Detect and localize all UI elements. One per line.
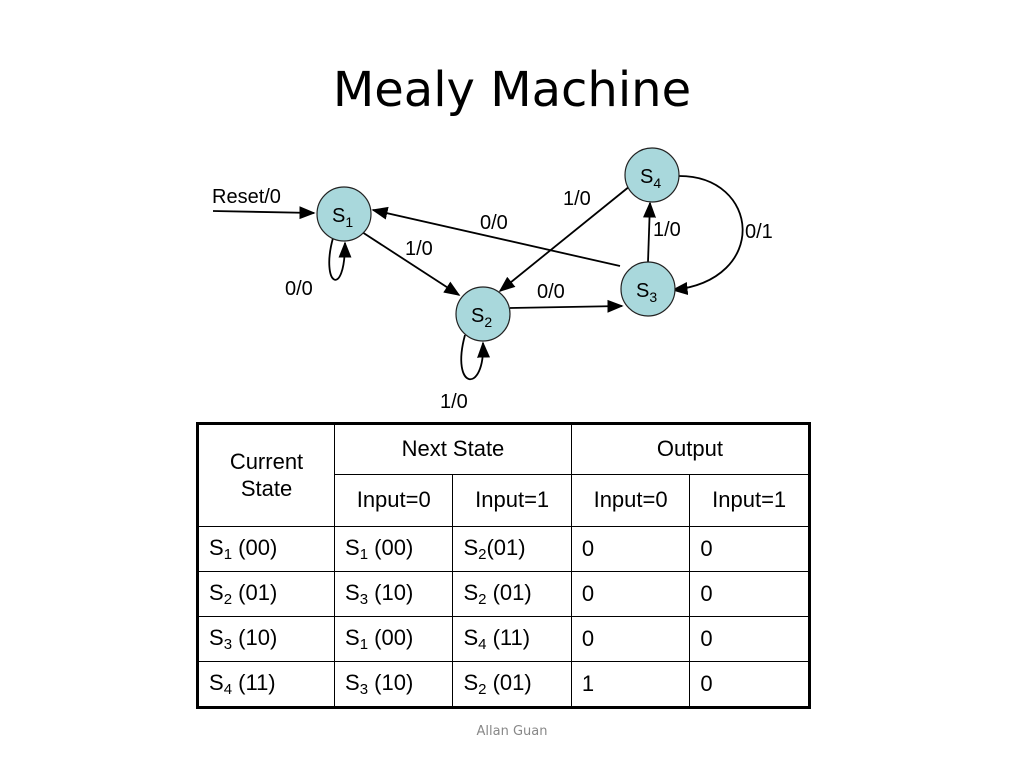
label-s3-s4: 1/0: [653, 219, 681, 241]
state-s1: S1: [316, 186, 372, 242]
table-row: S2 (01) S3 (10) S2 (01) 0 0: [197, 571, 810, 617]
label-s1-self: 0/0: [285, 278, 313, 300]
cell-next1: S4 (11): [452, 616, 572, 662]
edge-s3-s4: [643, 201, 656, 263]
label-s1-s2: 1/0: [405, 238, 433, 260]
cell-current: S4 (11): [197, 661, 335, 708]
table-row: S1 (00) S1 (00) S2(01) 0 0: [197, 526, 810, 572]
label-s2-self: 1/0: [440, 391, 468, 413]
header-next-input1: Input=1: [452, 474, 572, 527]
cell-out0: 1: [570, 661, 691, 708]
edge-s1-self: [328, 237, 352, 281]
edge-s2-self: [460, 334, 491, 381]
header-out-input0: Input=0: [570, 474, 691, 527]
cell-current: S2 (01): [197, 571, 335, 617]
cell-next0: S3 (10): [333, 661, 454, 708]
header-output: Output: [570, 423, 811, 475]
cell-out0: 0: [570, 526, 691, 572]
table-row: S3 (10) S1 (00) S4 (11) 0 0: [197, 616, 810, 662]
cell-out1: 0: [689, 571, 810, 617]
label-s4-s3: 0/1: [745, 221, 773, 243]
label-s2-s3: 0/0: [537, 281, 565, 303]
label-s3-s1: 0/0: [480, 212, 508, 234]
svg-text:S2: S2: [471, 305, 492, 330]
svg-text:S4: S4: [640, 166, 661, 191]
state-s2: S2: [455, 286, 511, 342]
cell-out1: 0: [689, 661, 810, 708]
cell-next1: S2 (01): [452, 571, 572, 617]
cell-next0: S3 (10): [333, 571, 454, 617]
footer-author: Allan Guan: [476, 724, 548, 739]
edge-reset-s1: [212, 206, 316, 220]
cell-next0: S1 (00): [333, 616, 454, 662]
cell-current: S1 (00): [197, 526, 335, 572]
state-s4: S4: [624, 147, 680, 203]
table-row: S4 (11) S3 (10) S2 (01) 1 0: [197, 661, 810, 708]
header-next-state: Next State: [334, 423, 572, 475]
label-s4-s2: 1/0: [563, 188, 591, 210]
state-s3: S3: [620, 261, 676, 317]
header-next-input0: Input=0: [333, 474, 454, 527]
edge-s3-s1: [371, 206, 621, 267]
edge-s4-s3: [671, 175, 744, 295]
cell-out1: 0: [689, 526, 810, 572]
cell-next1: S2(01): [452, 526, 572, 572]
cell-out0: 0: [570, 571, 691, 617]
slide-title: Mealy Machine: [332, 62, 692, 118]
label-reset: Reset/0: [212, 186, 281, 208]
cell-out0: 0: [570, 616, 691, 662]
edge-s2-s3: [509, 299, 624, 313]
svg-text:S3: S3: [636, 280, 657, 305]
cell-current: S3 (10): [197, 616, 335, 662]
cell-out1: 0: [689, 616, 810, 662]
edge-s1-s2: [361, 231, 461, 296]
svg-text:S1: S1: [332, 205, 353, 230]
header-out-input1: Input=1: [689, 474, 810, 527]
cell-next0: S1 (00): [333, 526, 454, 572]
state-diagram: S1 S2 S3 S4 Reset/0 0/0 1/0 1/0 0/0 0/0 …: [212, 147, 773, 413]
edge-s4-s2: [498, 185, 631, 293]
cell-next1: S2 (01): [452, 661, 572, 708]
